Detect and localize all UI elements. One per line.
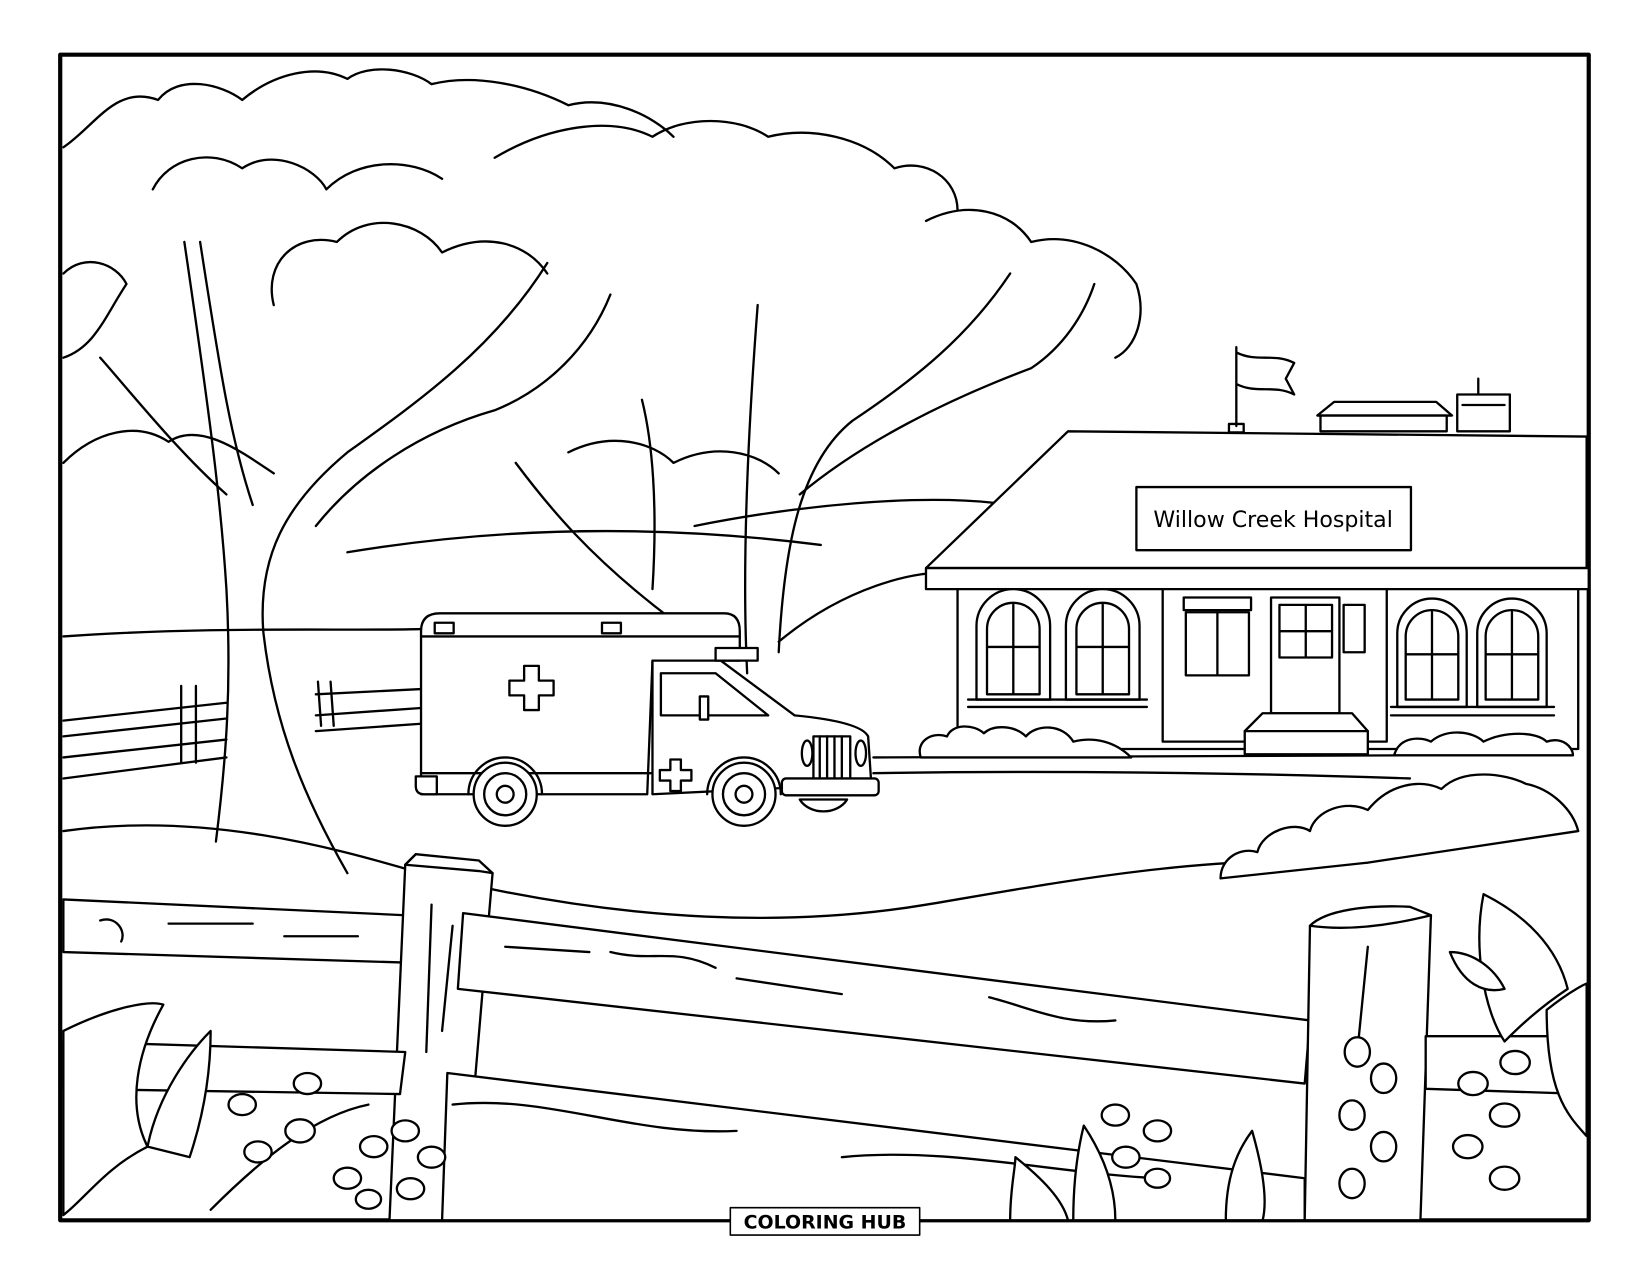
coloring-hub-logo: COLORING HUB bbox=[729, 1206, 921, 1236]
bushes bbox=[918, 725, 1580, 880]
back-fence bbox=[62, 680, 423, 780]
windows bbox=[966, 588, 1556, 717]
foreground-plants bbox=[62, 893, 1588, 1222]
cross-icon bbox=[508, 664, 555, 712]
logo-text: COLORING HUB bbox=[744, 1212, 907, 1234]
hospital-sign-text: Willow Creek Hospital bbox=[1153, 507, 1392, 533]
hospital-sign bbox=[1135, 485, 1413, 552]
tree-middle bbox=[493, 119, 1142, 675]
hospital-building: Willow Creek Hospital bbox=[924, 345, 1590, 756]
ambulance bbox=[414, 612, 880, 827]
tree-left bbox=[62, 68, 675, 875]
front-fence bbox=[62, 853, 1588, 1222]
